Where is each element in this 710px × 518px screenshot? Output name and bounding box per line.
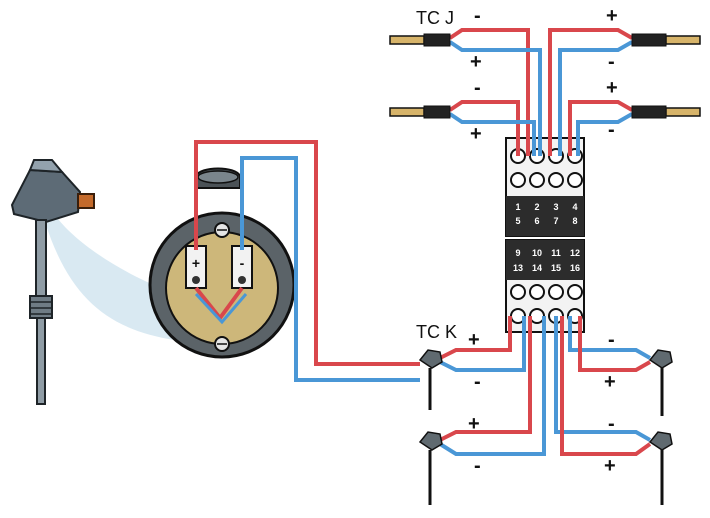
tc-j-l2-red [448,100,520,156]
tc-k-l2-red [439,316,532,442]
polarity-plus: + [604,455,616,477]
terminal-number: 9 [515,248,520,258]
polarity-plus: + [470,123,482,145]
polarity-minus: - [474,455,481,477]
terminal-number: 15 [551,263,561,273]
diagram-labels: TC J TC K - + + - - + + - + - - + + - - … [416,5,618,477]
terminal-number: 8 [572,216,577,226]
head-detail: + - [148,167,296,359]
tc-k-wiring [438,316,652,456]
polarity-plus: + [606,77,618,99]
tc-k-probe-left-1 [418,349,443,410]
polarity-plus: + [604,371,616,393]
tc-k-l2-blue [438,316,546,456]
tc-k-label: TC K [416,322,457,342]
tc-j-l1-red [448,28,530,156]
tc-k-r2-blue [554,316,651,442]
probe-head [10,168,82,224]
terminal-number: 7 [553,216,558,226]
polarity-plus: + [606,5,618,27]
screws-bottom-row1 [510,284,583,300]
terminal-number: 3 [553,202,558,212]
tc-j-probe-right-1 [665,35,701,45]
tc-k-l1-blue [439,316,526,372]
terminal-number: 16 [570,263,580,273]
tc-k-probe-right-2 [648,431,673,505]
probe-sheath-tube [36,317,46,405]
polarity-plus: + [468,413,480,435]
head-extension-wires [194,140,420,382]
polarity-minus: - [474,371,481,393]
tc-k-probes [418,349,673,505]
tc-j-probes [389,33,701,119]
tc-j-probe-left-2 [389,107,425,117]
screws-top-row2 [510,172,583,188]
polarity-minus: - [474,5,481,27]
tc-j-l1-blue [448,40,542,156]
terminal-number: 10 [532,248,542,258]
head-terminal-plus-mark: + [192,255,200,271]
terminal-number: 4 [572,202,577,212]
polarity-minus: - [474,77,481,99]
tc-k-l1-red [439,316,512,360]
terminal-number: 5 [515,216,520,226]
terminal-number: 2 [534,202,539,212]
tc-k-probe-right-1 [648,349,673,416]
terminal-number: 6 [534,216,539,226]
polarity-minus: - [608,51,615,73]
polarity-plus: + [468,329,480,351]
probe-head-top [28,159,65,174]
head-terminal-minus-mark: - [240,255,245,271]
polarity-minus: - [608,413,615,435]
probe-cable-gland [77,193,95,209]
tc-j-wiring [448,28,633,156]
tc-k-r1-red [578,316,651,372]
terminal-number: 13 [513,263,523,273]
head-red-extension [194,140,420,366]
terminal-number: 11 [551,248,561,258]
head-internal-blue-wire [194,292,248,325]
polarity-minus: - [608,119,615,141]
terminal-number: 14 [532,263,542,273]
tc-j-r2-blue [576,112,633,156]
tc-k-r1-blue [568,316,651,360]
terminal-number: 12 [570,248,580,258]
probe-neck [35,219,47,299]
tc-j-r1-red [548,28,633,156]
tc-j-r1-blue [558,40,633,156]
head-face [165,231,279,345]
tc-j-probe-right-2 [665,107,701,117]
tc-k-r2-red [560,316,652,456]
tc-j-l2-blue [448,112,536,156]
tc-k-probe-left-2 [418,431,443,505]
tc-j-label: TC J [416,8,454,28]
head-blue-extension [240,156,420,382]
tc-j-probe-left-1 [389,35,425,45]
polarity-minus: - [608,329,615,351]
terminal-number: 1 [515,202,520,212]
tc-j-r2-red [568,100,633,156]
polarity-plus: + [470,51,482,73]
